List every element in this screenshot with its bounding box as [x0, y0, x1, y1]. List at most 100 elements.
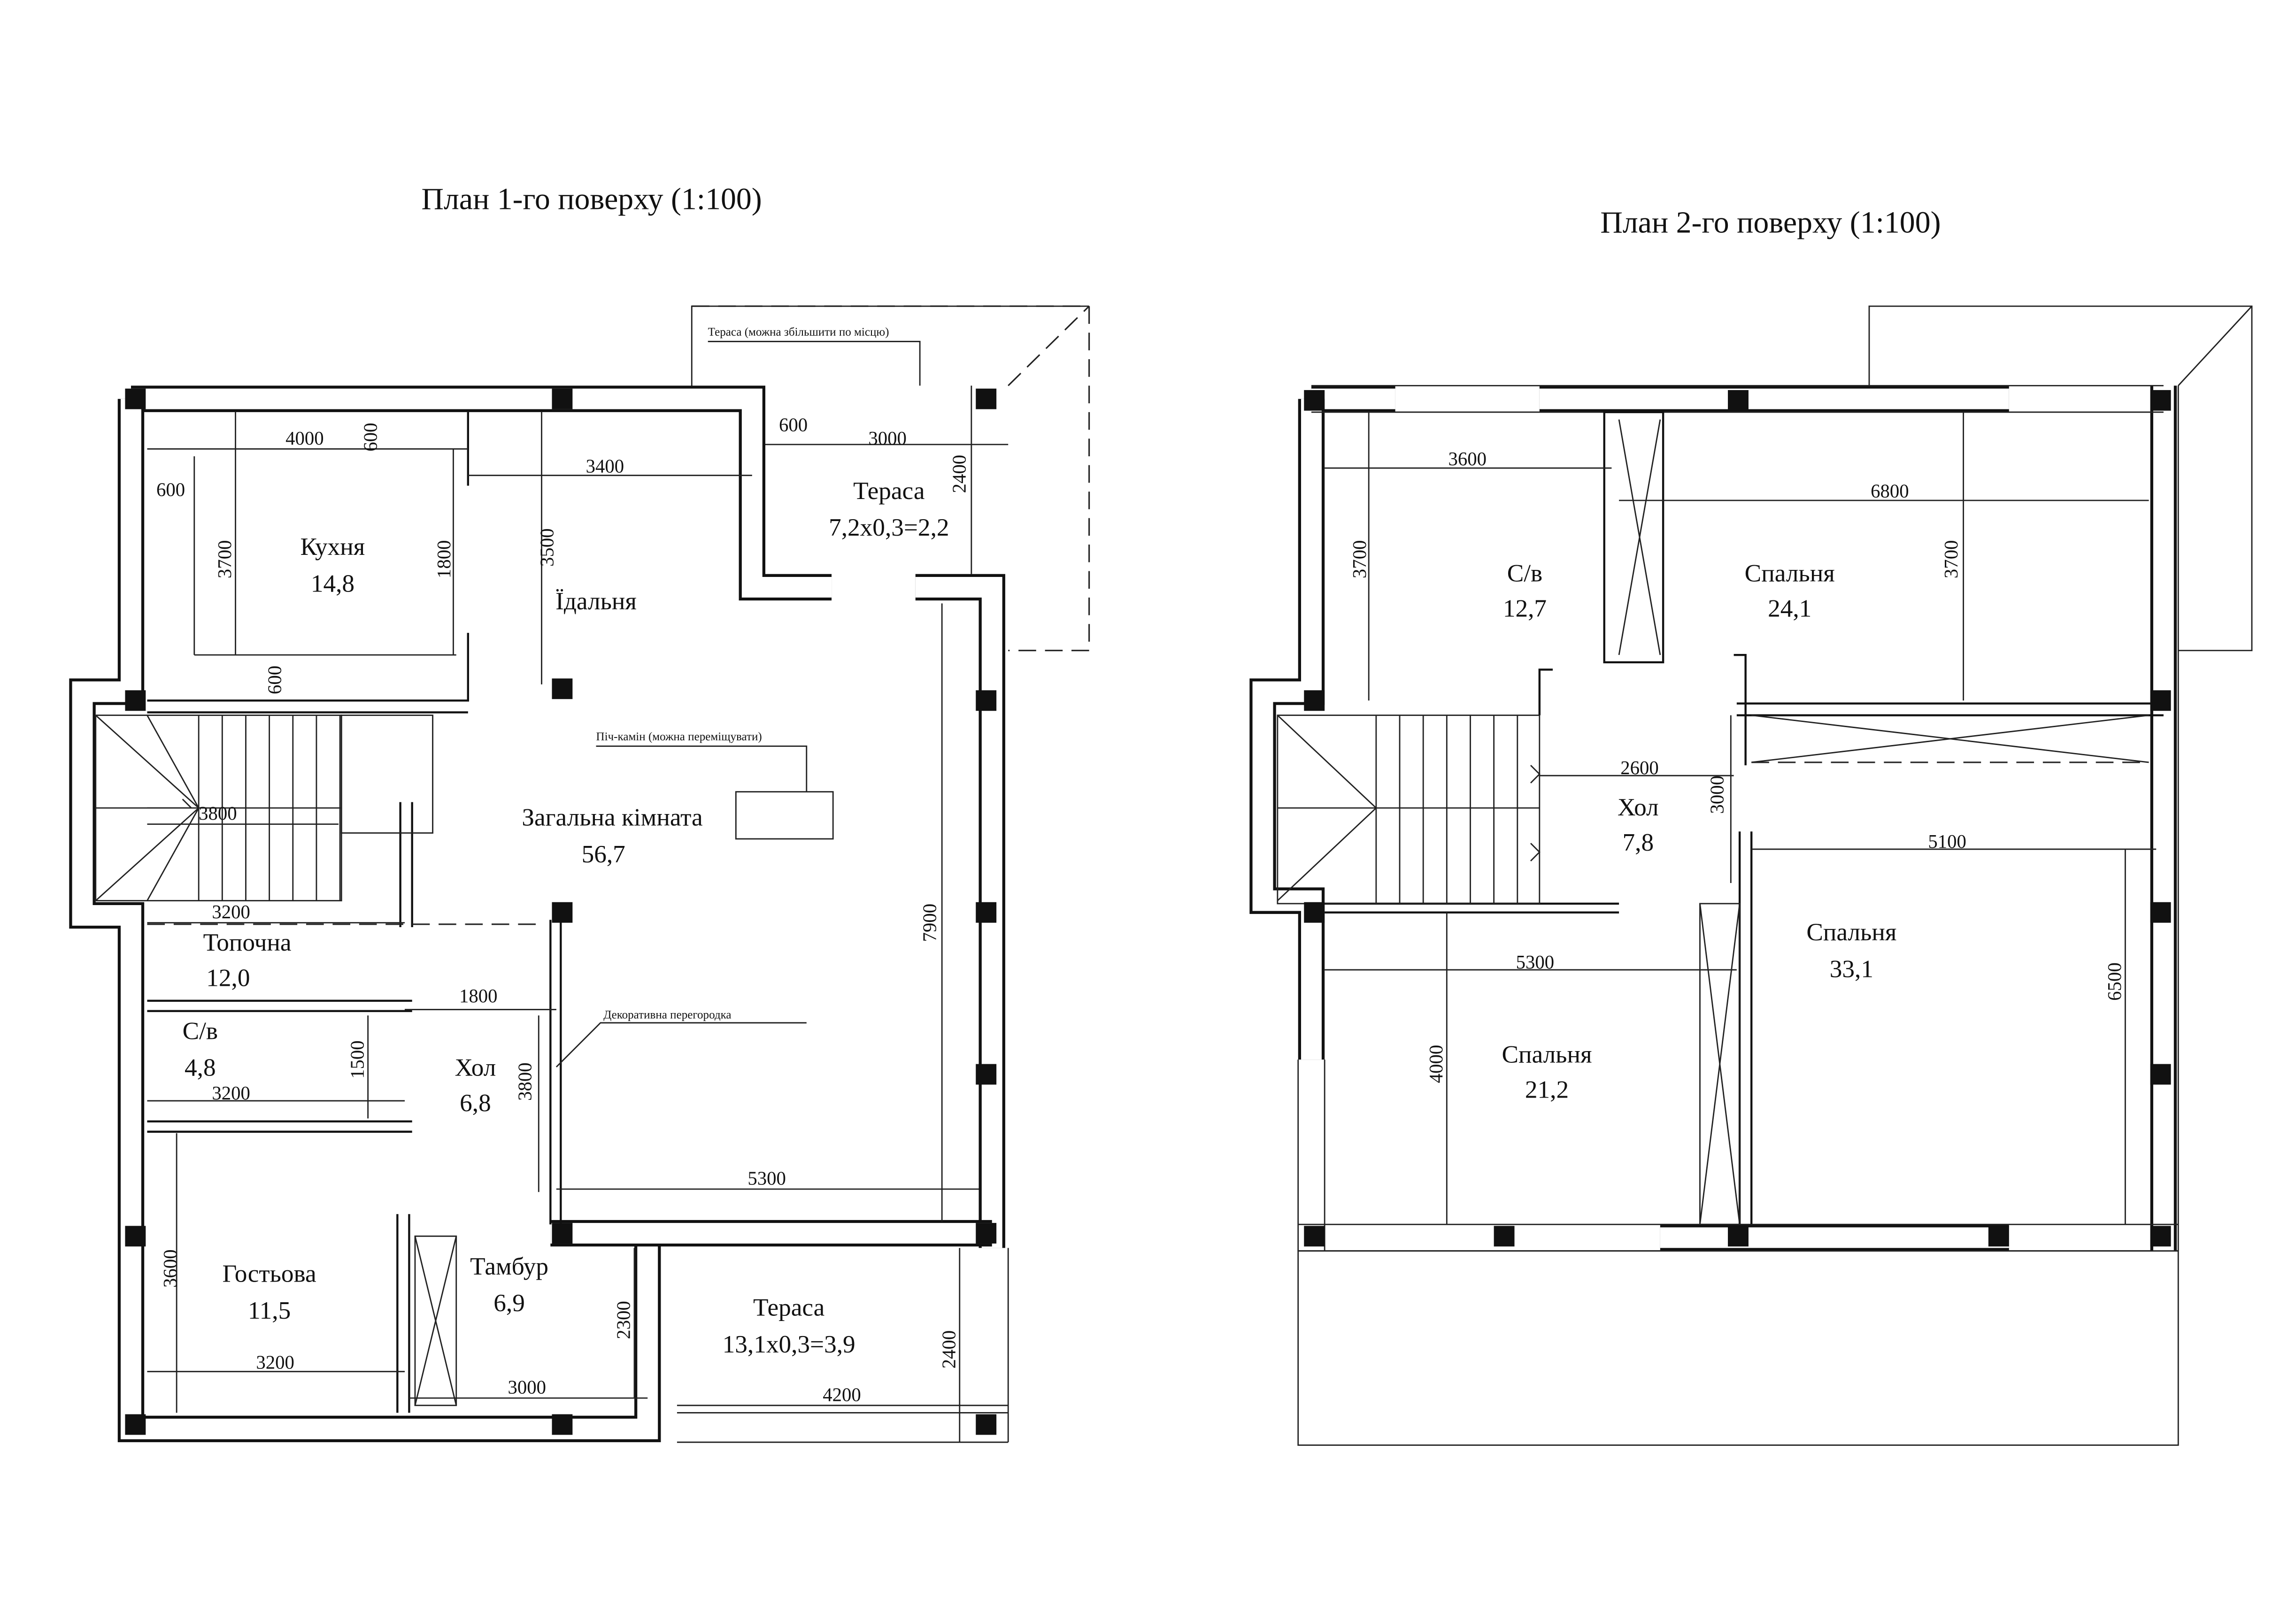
dim-label: 4000: [1425, 1045, 1447, 1083]
room-area: 13,1х0,3=3,9: [723, 1330, 855, 1358]
dim-label: 3000: [508, 1377, 546, 1398]
dimension-labels: 3600 6800 3700 3700 2600 3000 5100 5300 …: [1349, 448, 2125, 1083]
room-name: Спальня: [1745, 559, 1835, 587]
dim-label: 600: [264, 666, 285, 694]
columns: [125, 388, 997, 1435]
column: [552, 1223, 573, 1244]
column: [1304, 390, 1325, 411]
terrace-note: Тераса (можна збільшити по місцю): [708, 326, 889, 338]
dim-label: 600: [360, 423, 381, 452]
dim-label: 6500: [2104, 962, 2125, 1001]
dim-label: 3500: [537, 529, 558, 567]
column: [1988, 1226, 2009, 1247]
plan-2nd-floor: План 2-го поверху (1:100): [1249, 206, 2253, 1446]
dim-label: 3200: [212, 901, 250, 922]
column: [125, 690, 146, 711]
room-bedroom-1: Спальня 24,1: [1745, 559, 1835, 622]
dim-label: 3800: [199, 803, 237, 824]
dim-label: 3000: [868, 428, 907, 449]
dim-label: 3600: [160, 1250, 181, 1288]
dim-label: 3200: [212, 1083, 250, 1104]
room-name: С/в: [1507, 559, 1542, 587]
room-name: Гостьова: [223, 1260, 316, 1287]
room-vestibule: Тамбур 6,9: [470, 1252, 548, 1317]
column: [552, 902, 573, 923]
dim-label: 5300: [1516, 952, 1555, 973]
room-name: Тераса: [853, 477, 925, 505]
dim-label: 5300: [747, 1168, 786, 1189]
column: [976, 1414, 997, 1435]
upper-terrace-outline: [691, 305, 1090, 652]
room-area: 4,8: [185, 1054, 216, 1082]
dim-label: 3800: [515, 1062, 536, 1101]
room-area: 6,8: [460, 1089, 491, 1117]
room-name: Хол: [455, 1054, 496, 1082]
room-area: 12,0: [206, 964, 250, 991]
dim-label: 1800: [433, 540, 455, 579]
partition-note: Декоративна перегородка: [603, 1008, 731, 1021]
column: [1304, 1226, 1325, 1247]
room-name: Спальня: [1502, 1040, 1592, 1068]
room-dining: Їдальня: [555, 587, 637, 615]
dim-label: 5100: [1928, 831, 1966, 852]
room-hall-2: Хол 7,8: [1618, 793, 1659, 856]
room-name: Хол: [1618, 793, 1659, 821]
dim-label: 2600: [1620, 757, 1659, 778]
dim-label: 1500: [347, 1040, 368, 1079]
room-bedroom-3: Спальня 21,2: [1502, 1040, 1592, 1103]
roof-outline: [1297, 305, 2253, 1446]
dimension-lines: [1325, 412, 2157, 1225]
room-terrace-lower: Тераса 13,1х0,3=3,9: [723, 1294, 855, 1358]
column: [1304, 902, 1325, 923]
room-name: Загальна кімната: [522, 804, 702, 831]
room-area: 6,9: [493, 1289, 525, 1317]
entrance-door: [414, 1235, 457, 1406]
column: [976, 1223, 997, 1244]
dim-label: 6800: [1871, 481, 1909, 502]
fireplace-note: Піч-камін (можна переміщувати): [596, 730, 762, 743]
column: [552, 1414, 573, 1435]
column: [2150, 690, 2171, 711]
dim-label: 2400: [948, 455, 970, 493]
dim-label: 2300: [613, 1301, 634, 1339]
dim-label: 3700: [214, 540, 235, 579]
column: [125, 388, 146, 409]
dim-label: 1800: [459, 985, 498, 1006]
column: [976, 690, 997, 711]
room-area: 33,1: [1830, 955, 1873, 983]
room-name: С/в: [183, 1017, 218, 1045]
dim-label: 600: [156, 479, 185, 500]
room-bathroom: С/в 4,8: [183, 1017, 218, 1081]
fireplace: [596, 745, 834, 840]
column: [2150, 390, 2171, 411]
walls: [1249, 385, 2179, 1252]
room-hall: Хол 6,8: [455, 1054, 496, 1117]
column: [2150, 902, 2171, 923]
column: [1304, 690, 1325, 711]
room-name: Кухня: [300, 533, 365, 561]
column: [976, 1064, 997, 1085]
column: [2150, 1064, 2171, 1085]
dim-label: 3600: [1448, 448, 1487, 469]
partition-leader: [555, 1022, 807, 1068]
room-kitchen: Кухня 14,8: [300, 533, 365, 597]
dim-label: 600: [779, 415, 808, 436]
room-area: 24,1: [1768, 595, 1811, 622]
column: [976, 902, 997, 923]
room-area: 11,5: [248, 1297, 291, 1324]
column: [976, 388, 997, 409]
room-area: 12,7: [1503, 595, 1547, 622]
room-name: Топочна: [203, 929, 292, 956]
dim-label: 2400: [938, 1330, 959, 1369]
room-bathroom-2: С/в 12,7: [1503, 559, 1547, 622]
room-living: Загальна кімната 56,7: [522, 804, 702, 868]
column: [125, 1414, 146, 1435]
column: [125, 1226, 146, 1247]
plan1-title: План 1-го поверху (1:100): [421, 182, 762, 216]
walls: [69, 385, 1009, 1443]
plan-1st-floor: План 1-го поверху (1:100): [69, 182, 1090, 1443]
column: [2150, 1226, 2171, 1247]
dim-label: 3700: [1941, 540, 1962, 579]
room-terrace-upper: Тераса 7,2х0,3=2,2: [829, 477, 949, 541]
